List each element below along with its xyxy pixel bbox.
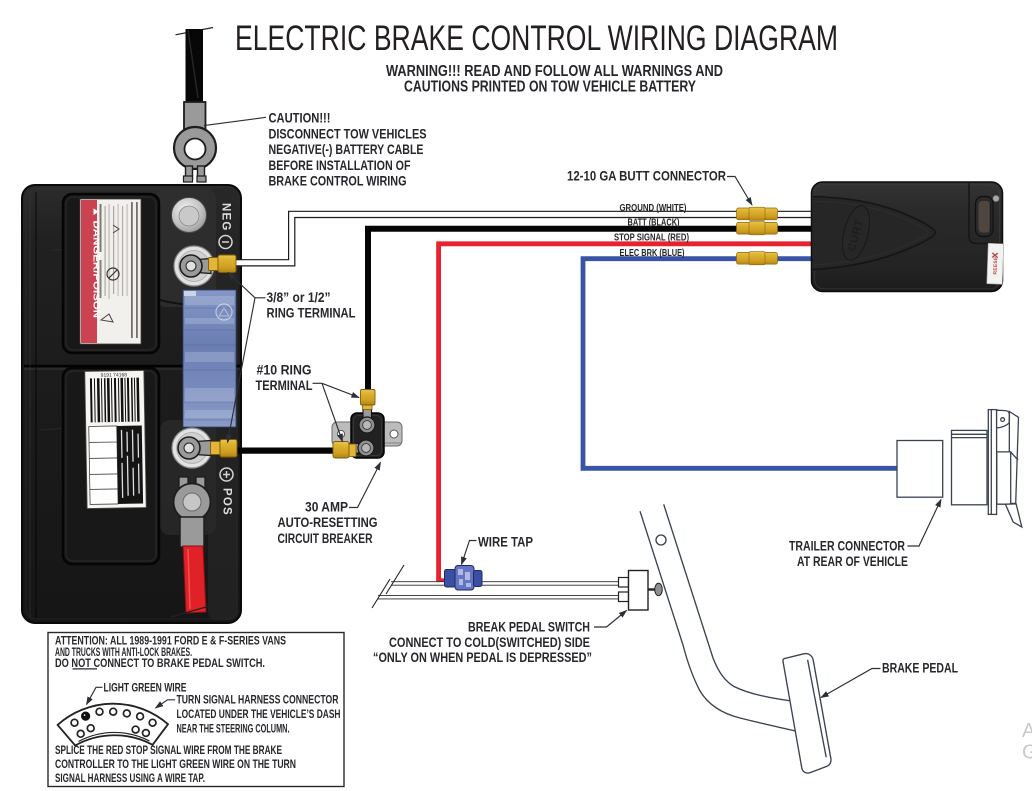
svg-text:CONTROLLER TO THE LIGHT GREEN: CONTROLLER TO THE LIGHT GREEN WIRE ON TH… (55, 757, 296, 771)
svg-text:AUTO-RESETTING: AUTO-RESETTING (278, 515, 378, 530)
svg-text:DISCONNECT TOW VEHICLES: DISCONNECT TOW VEHICLES (269, 125, 427, 141)
svg-text:“ONLY ON WHEN PEDAL IS DEPRESS: “ONLY ON WHEN PEDAL IS DEPRESSED” (373, 650, 592, 665)
svg-text:TERMINAL: TERMINAL (256, 378, 313, 393)
svg-text:BEFORE INSTALLATION OF: BEFORE INSTALLATION OF (269, 157, 411, 173)
svg-text:TURN SIGNAL HARNESS CONNECTOR: TURN SIGNAL HARNESS CONNECTOR (177, 693, 339, 707)
svg-text:CAUTIONS PRINTED ON TOW VEHICL: CAUTIONS PRINTED ON TOW VEHICLE BATTERY (404, 78, 696, 95)
svg-text:GROUND (WHITE): GROUND (WHITE) (620, 202, 687, 214)
svg-text:AND TRUCKS WITH ANTI-LOCK BRAK: AND TRUCKS WITH ANTI-LOCK BRAKES. (55, 645, 192, 659)
svg-text:▲ DANGER/POISON: ▲ DANGER/POISON (92, 206, 102, 318)
svg-text:NEAR THE STEERING COLUMN.: NEAR THE STEERING COLUMN. (177, 722, 290, 736)
svg-text:REESE: REESE (993, 256, 1000, 275)
svg-text:WARNING!!! READ AND FOLLOW ALL: WARNING!!! READ AND FOLLOW ALL WARNINGS … (386, 63, 723, 80)
svg-text:POS: POS (221, 488, 233, 516)
svg-text:TRAILER CONNECTOR: TRAILER CONNECTOR (789, 539, 905, 554)
svg-text:NEG: NEG (220, 203, 232, 232)
svg-text:12-10 GA BUTT CONNECTOR: 12-10 GA BUTT CONNECTOR (567, 168, 726, 184)
svg-text:SIGNAL HARNESS USING A WIRE TA: SIGNAL HARNESS USING A WIRE TAP. (55, 771, 205, 785)
svg-text:BRAKE PEDAL: BRAKE PEDAL (882, 661, 958, 676)
svg-text:30 AMP: 30 AMP (305, 500, 348, 515)
svg-text:AT REAR OF VEHICLE: AT REAR OF VEHICLE (797, 554, 908, 569)
svg-text:DO NOT CONNECT TO BRAKE PEDAL: DO NOT CONNECT TO BRAKE PEDAL SWITCH. (55, 656, 265, 670)
svg-text:NEGATIVE(-) BATTERY CABLE: NEGATIVE(-) BATTERY CABLE (269, 141, 424, 157)
svg-text:9191 74168: 9191 74168 (101, 372, 128, 378)
svg-text:BREAK PEDAL SWITCH: BREAK PEDAL SWITCH (468, 620, 590, 635)
svg-text:A: A (1022, 720, 1032, 742)
svg-text:ELECTRIC BRAKE CONTROL WIRING: ELECTRIC BRAKE CONTROL WIRING DIAGRAM (235, 18, 838, 58)
svg-text:SPLICE THE RED STOP SIGNAL WIR: SPLICE THE RED STOP SIGNAL WIRE FROM THE… (55, 743, 282, 757)
svg-text:BRAKE CONTROL WIRING: BRAKE CONTROL WIRING (269, 173, 407, 189)
svg-text:3/8” or 1/2”: 3/8” or 1/2” (267, 290, 331, 305)
svg-text:LIGHT GREEN WIRE: LIGHT GREEN WIRE (104, 681, 187, 695)
svg-text:ELEC BRK (BLUE): ELEC BRK (BLUE) (620, 247, 685, 259)
svg-text:RING TERMINAL: RING TERMINAL (267, 305, 356, 320)
svg-text:ATTENTION: ALL 1989-1991 FORD: ATTENTION: ALL 1989-1991 FORD E & F-SERI… (55, 634, 286, 648)
svg-text:LOCATED UNDER THE VEHICLE’S DA: LOCATED UNDER THE VEHICLE’S DASH (177, 707, 341, 721)
svg-text:BATT (BLACK): BATT (BLACK) (628, 217, 680, 229)
svg-text:CAUTION!!!: CAUTION!!! (269, 110, 331, 126)
svg-text:CIRCUIT BREAKER: CIRCUIT BREAKER (278, 531, 373, 546)
svg-text:G: G (1022, 742, 1032, 764)
svg-text:#10 RING: #10 RING (257, 363, 312, 378)
svg-text:STOP SIGNAL (RED): STOP SIGNAL (RED) (614, 232, 689, 244)
svg-text:CONNECT TO COLD(SWITCHED) SIDE: CONNECT TO COLD(SWITCHED) SIDE (389, 635, 590, 650)
svg-text:WIRE TAP: WIRE TAP (478, 535, 533, 550)
